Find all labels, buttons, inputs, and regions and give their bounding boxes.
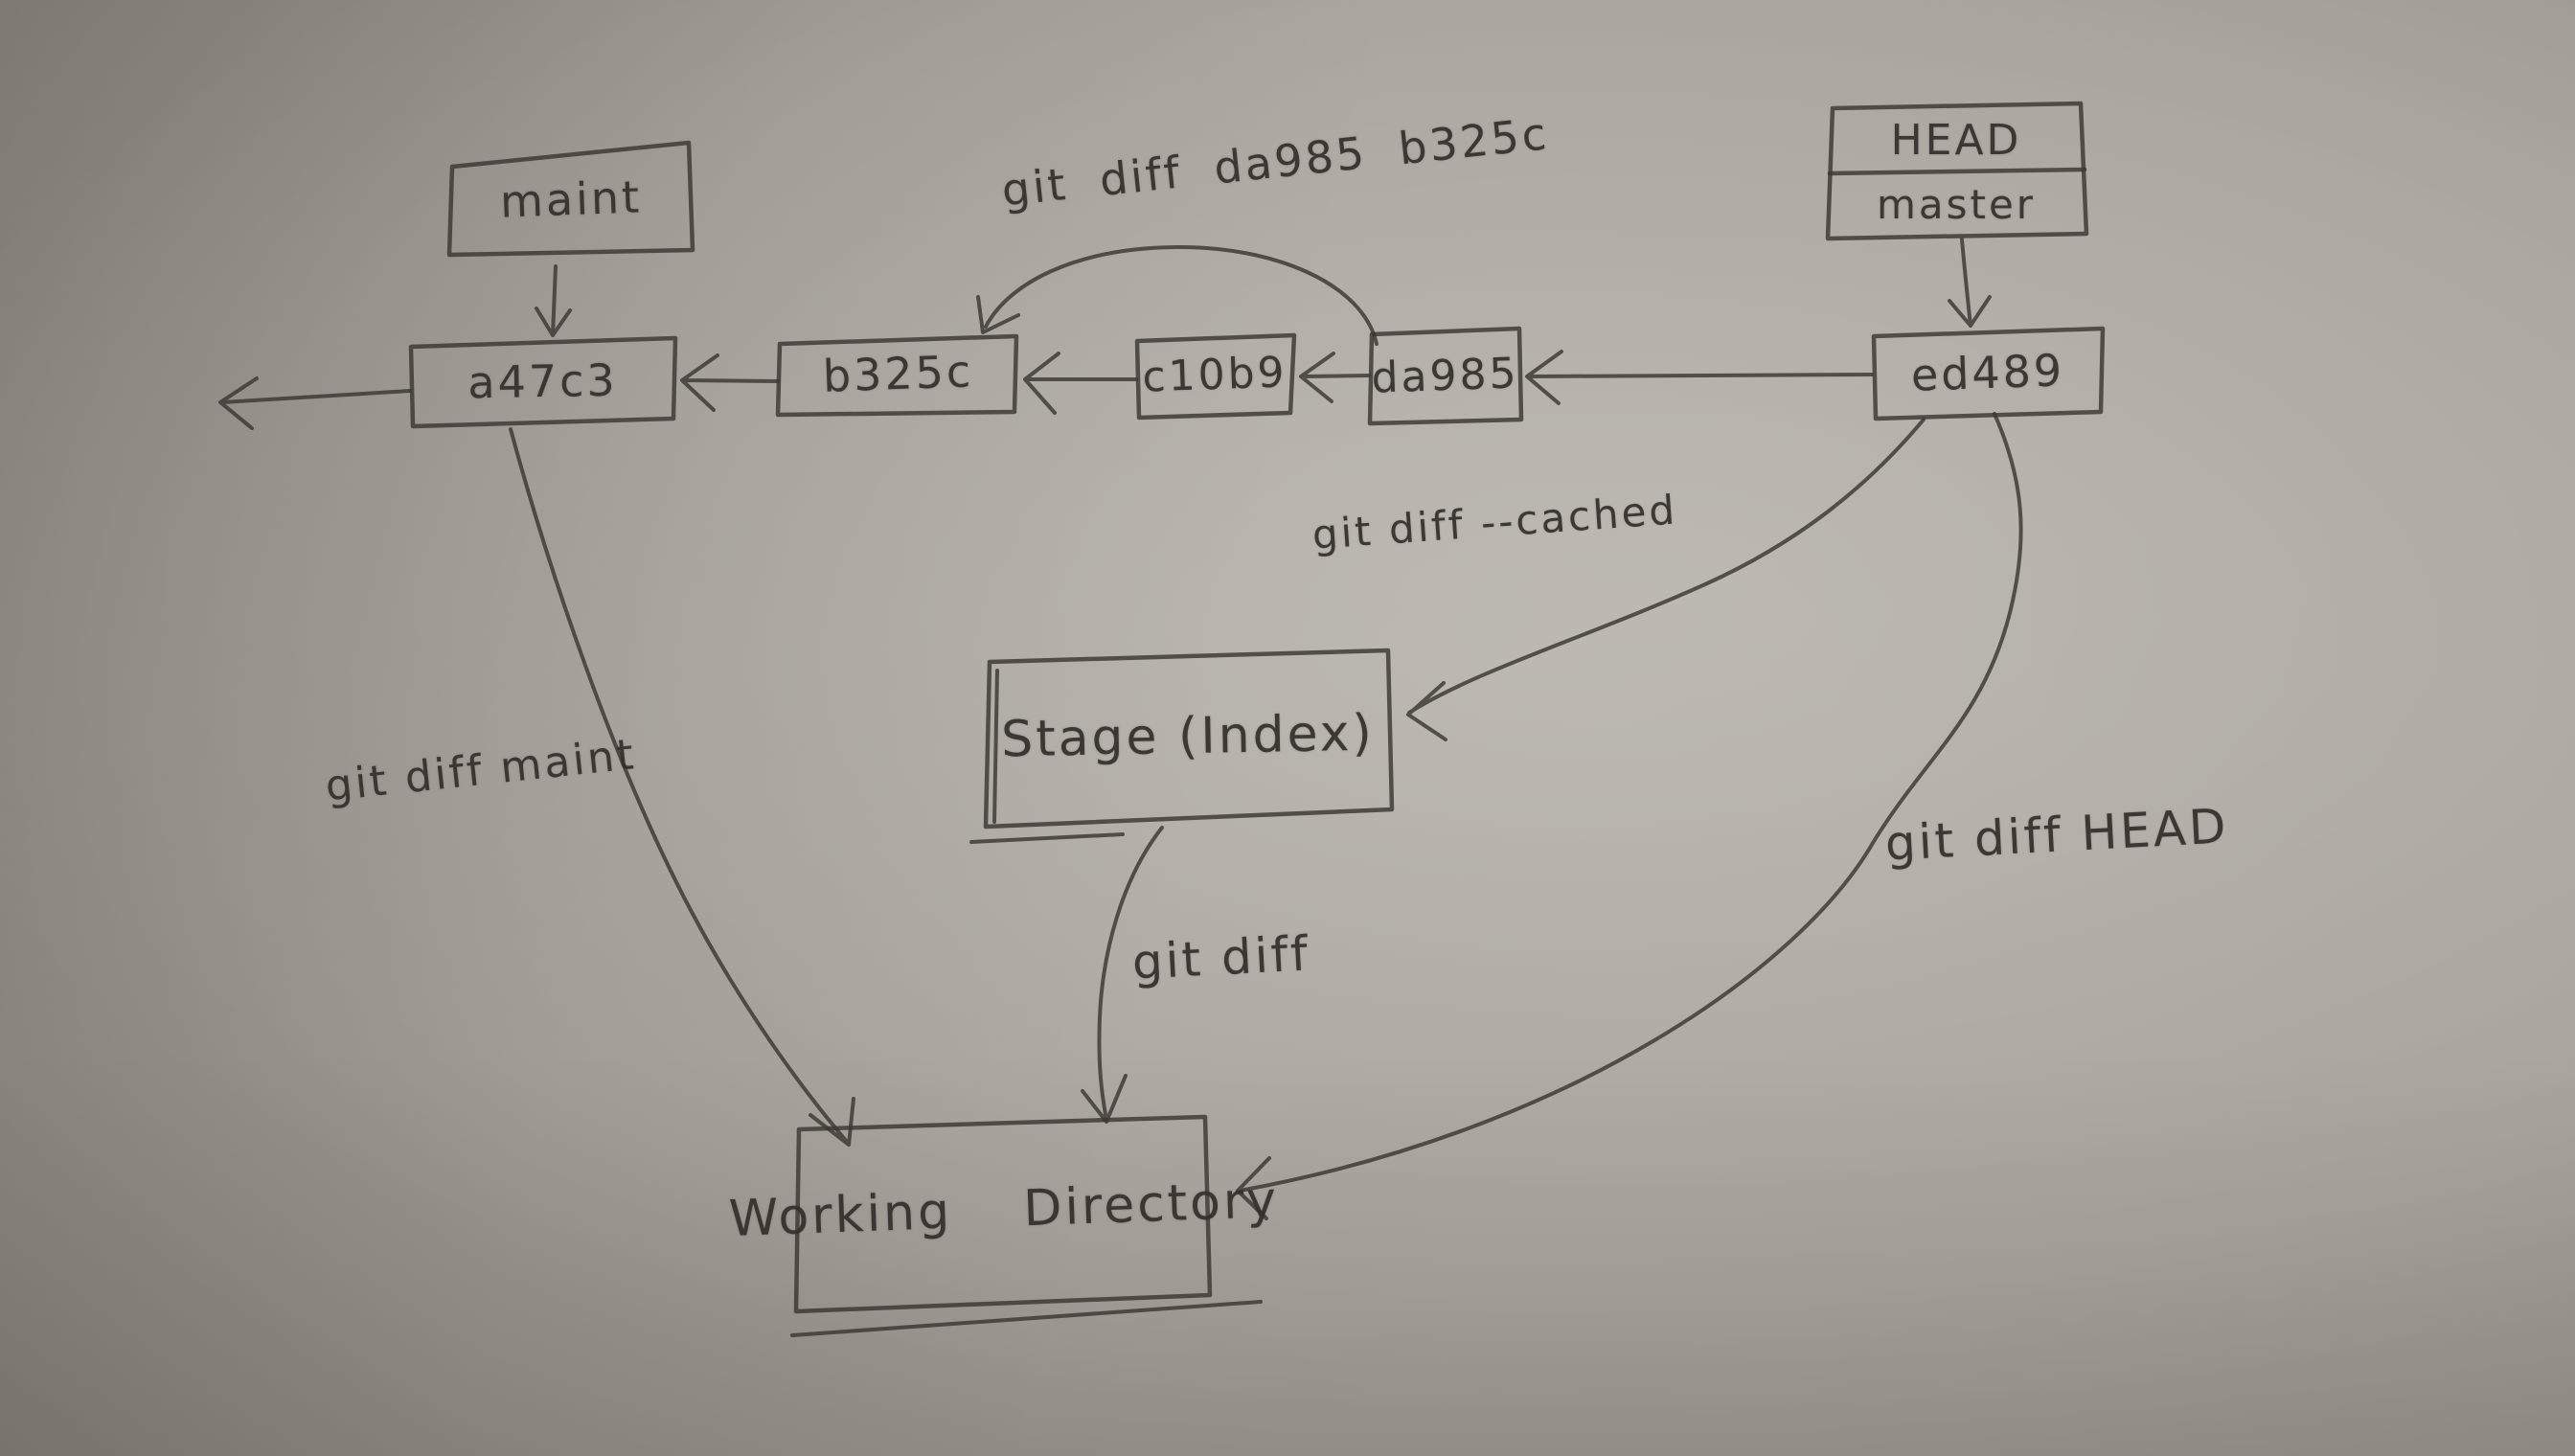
head-box-divider bbox=[1827, 167, 2087, 176]
stage-box-outline bbox=[983, 648, 1395, 830]
working-directory-label: Working Directory bbox=[727, 1171, 1281, 1249]
arrow-head-to-ed489 bbox=[1948, 238, 1992, 328]
maint-box-outline bbox=[446, 140, 695, 258]
head-box-outline bbox=[1825, 101, 2089, 241]
branch-label-maint: maint bbox=[499, 171, 643, 228]
arrow-c10b9-to-b325c bbox=[1023, 352, 1138, 415]
arrow-ed489-to-da985 bbox=[1525, 350, 1874, 405]
commit-box-c10b9-outline bbox=[1134, 332, 1297, 421]
stage-box-extra-stroke bbox=[969, 669, 1125, 844]
commit-label-a47c3: a47c3 bbox=[467, 353, 619, 409]
arrow-git-diff-head bbox=[1236, 412, 2023, 1220]
commit-label-c10b9: c10b9 bbox=[1141, 347, 1288, 402]
arrow-git-diff-da985-b325c bbox=[976, 244, 1379, 346]
commit-label-ed489: ed489 bbox=[1909, 344, 2066, 401]
commit-box-a47c3-outline bbox=[408, 335, 678, 429]
arrow-b325c-to-a47c3 bbox=[680, 353, 780, 412]
commit-box-ed489-outline bbox=[1871, 326, 2106, 421]
commit-label-da985: da985 bbox=[1370, 348, 1520, 403]
commit-label-b325c: b325c bbox=[821, 345, 975, 402]
arrow-git-diff-maint bbox=[509, 427, 855, 1147]
stage-label: Stage (Index) bbox=[1000, 704, 1376, 769]
arrow-a47c3-to-earlier-history bbox=[218, 376, 412, 430]
commit-box-b325c-outline bbox=[775, 333, 1019, 418]
ref-label-master: master bbox=[1876, 180, 2037, 228]
commit-box-da985-outline bbox=[1367, 326, 1524, 426]
ref-label-head: HEAD bbox=[1890, 115, 2022, 165]
arrow-git-diff-cached bbox=[1406, 418, 1926, 741]
command-label-git-diff-plain: git diff bbox=[1130, 925, 1312, 990]
arrow-maint-to-a47c3 bbox=[535, 264, 572, 337]
working-directory-extra-underline bbox=[790, 1300, 1263, 1337]
arrow-git-diff-plain bbox=[1081, 826, 1164, 1124]
working-directory-box-outline bbox=[793, 1114, 1213, 1314]
arrow-da985-to-c10b9 bbox=[1299, 352, 1371, 403]
